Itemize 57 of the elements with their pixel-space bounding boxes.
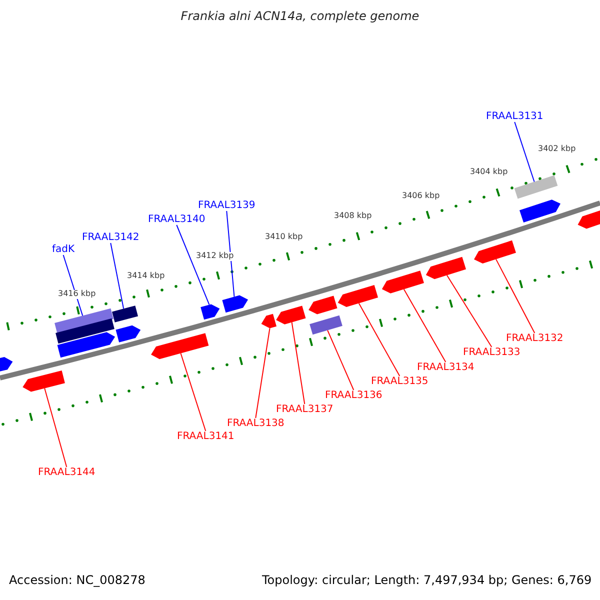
gene-label: FRAAL3131 (486, 111, 544, 122)
leader-line (446, 274, 492, 348)
title: Frankia alni ACN14a, complete genome (180, 10, 420, 24)
leader-line (226, 210, 235, 298)
gene-feature (310, 315, 342, 335)
leader-line (403, 288, 446, 362)
leader-line (44, 388, 68, 468)
gene-feature (308, 296, 338, 314)
gene-feature (520, 200, 560, 223)
gene-feature (0, 356, 13, 373)
gene-feature (200, 304, 220, 320)
gene-label: FRAAL3134 (417, 362, 474, 373)
leader-line (180, 352, 206, 432)
gene-label: FRAAL3139 (198, 200, 256, 211)
gene-label: FRAAL3132 (506, 333, 564, 344)
gene-label: FRAAL3140 (148, 214, 206, 225)
gene-feature (56, 318, 114, 344)
gene-feature (112, 306, 138, 322)
gene-feature (151, 333, 209, 360)
scale-label: 3414 kbp (126, 272, 166, 281)
gene-label: FRAAL3138 (227, 418, 284, 429)
scale-label: 3404 kbp (469, 168, 509, 177)
leader-line (358, 302, 400, 376)
gene-feature (261, 314, 277, 328)
gene-feature (222, 295, 248, 313)
gene-feature (116, 325, 141, 342)
scale-label: 3416 kbp (57, 290, 97, 299)
scale-label: 3406 kbp (401, 192, 441, 201)
accession-text: Accession: NC_008278 (9, 574, 146, 588)
gene-label: fadK (52, 244, 75, 255)
scale-label: 3410 kbp (264, 233, 304, 242)
scale-label: 3412 kbp (195, 252, 235, 261)
gene-feature (54, 308, 114, 334)
gene-feature (338, 285, 378, 307)
genome-info-text: Topology: circular; Length: 7,497,934 bp; Genes: 6,769 (262, 574, 592, 588)
leader-line (327, 330, 354, 390)
leader-line (291, 322, 306, 404)
leader-line (255, 328, 270, 418)
gene-feature (382, 270, 424, 294)
gene-feature (22, 370, 65, 392)
gene-label: FRAAL3141 (177, 431, 234, 442)
gene-feature (57, 332, 116, 358)
gene-label: FRAAL3136 (325, 390, 382, 401)
leader-line (514, 122, 535, 182)
leader-line (110, 242, 124, 310)
gene-feature (426, 256, 466, 280)
gene-label: FRAAL3137 (276, 404, 334, 415)
gene-label: FRAAL3135 (371, 376, 428, 387)
gene-feature (474, 240, 516, 264)
gene-label: FRAAL3144 (38, 467, 96, 478)
scale-label: 3408 kbp (333, 212, 373, 221)
leader-line (176, 224, 210, 306)
gene-label: FRAAL3133 (463, 347, 520, 358)
scale-label: 3402 kbp (537, 145, 577, 154)
leader-line (495, 258, 536, 334)
gene-label: FRAAL3142 (82, 232, 140, 243)
gene-feature (578, 209, 600, 229)
